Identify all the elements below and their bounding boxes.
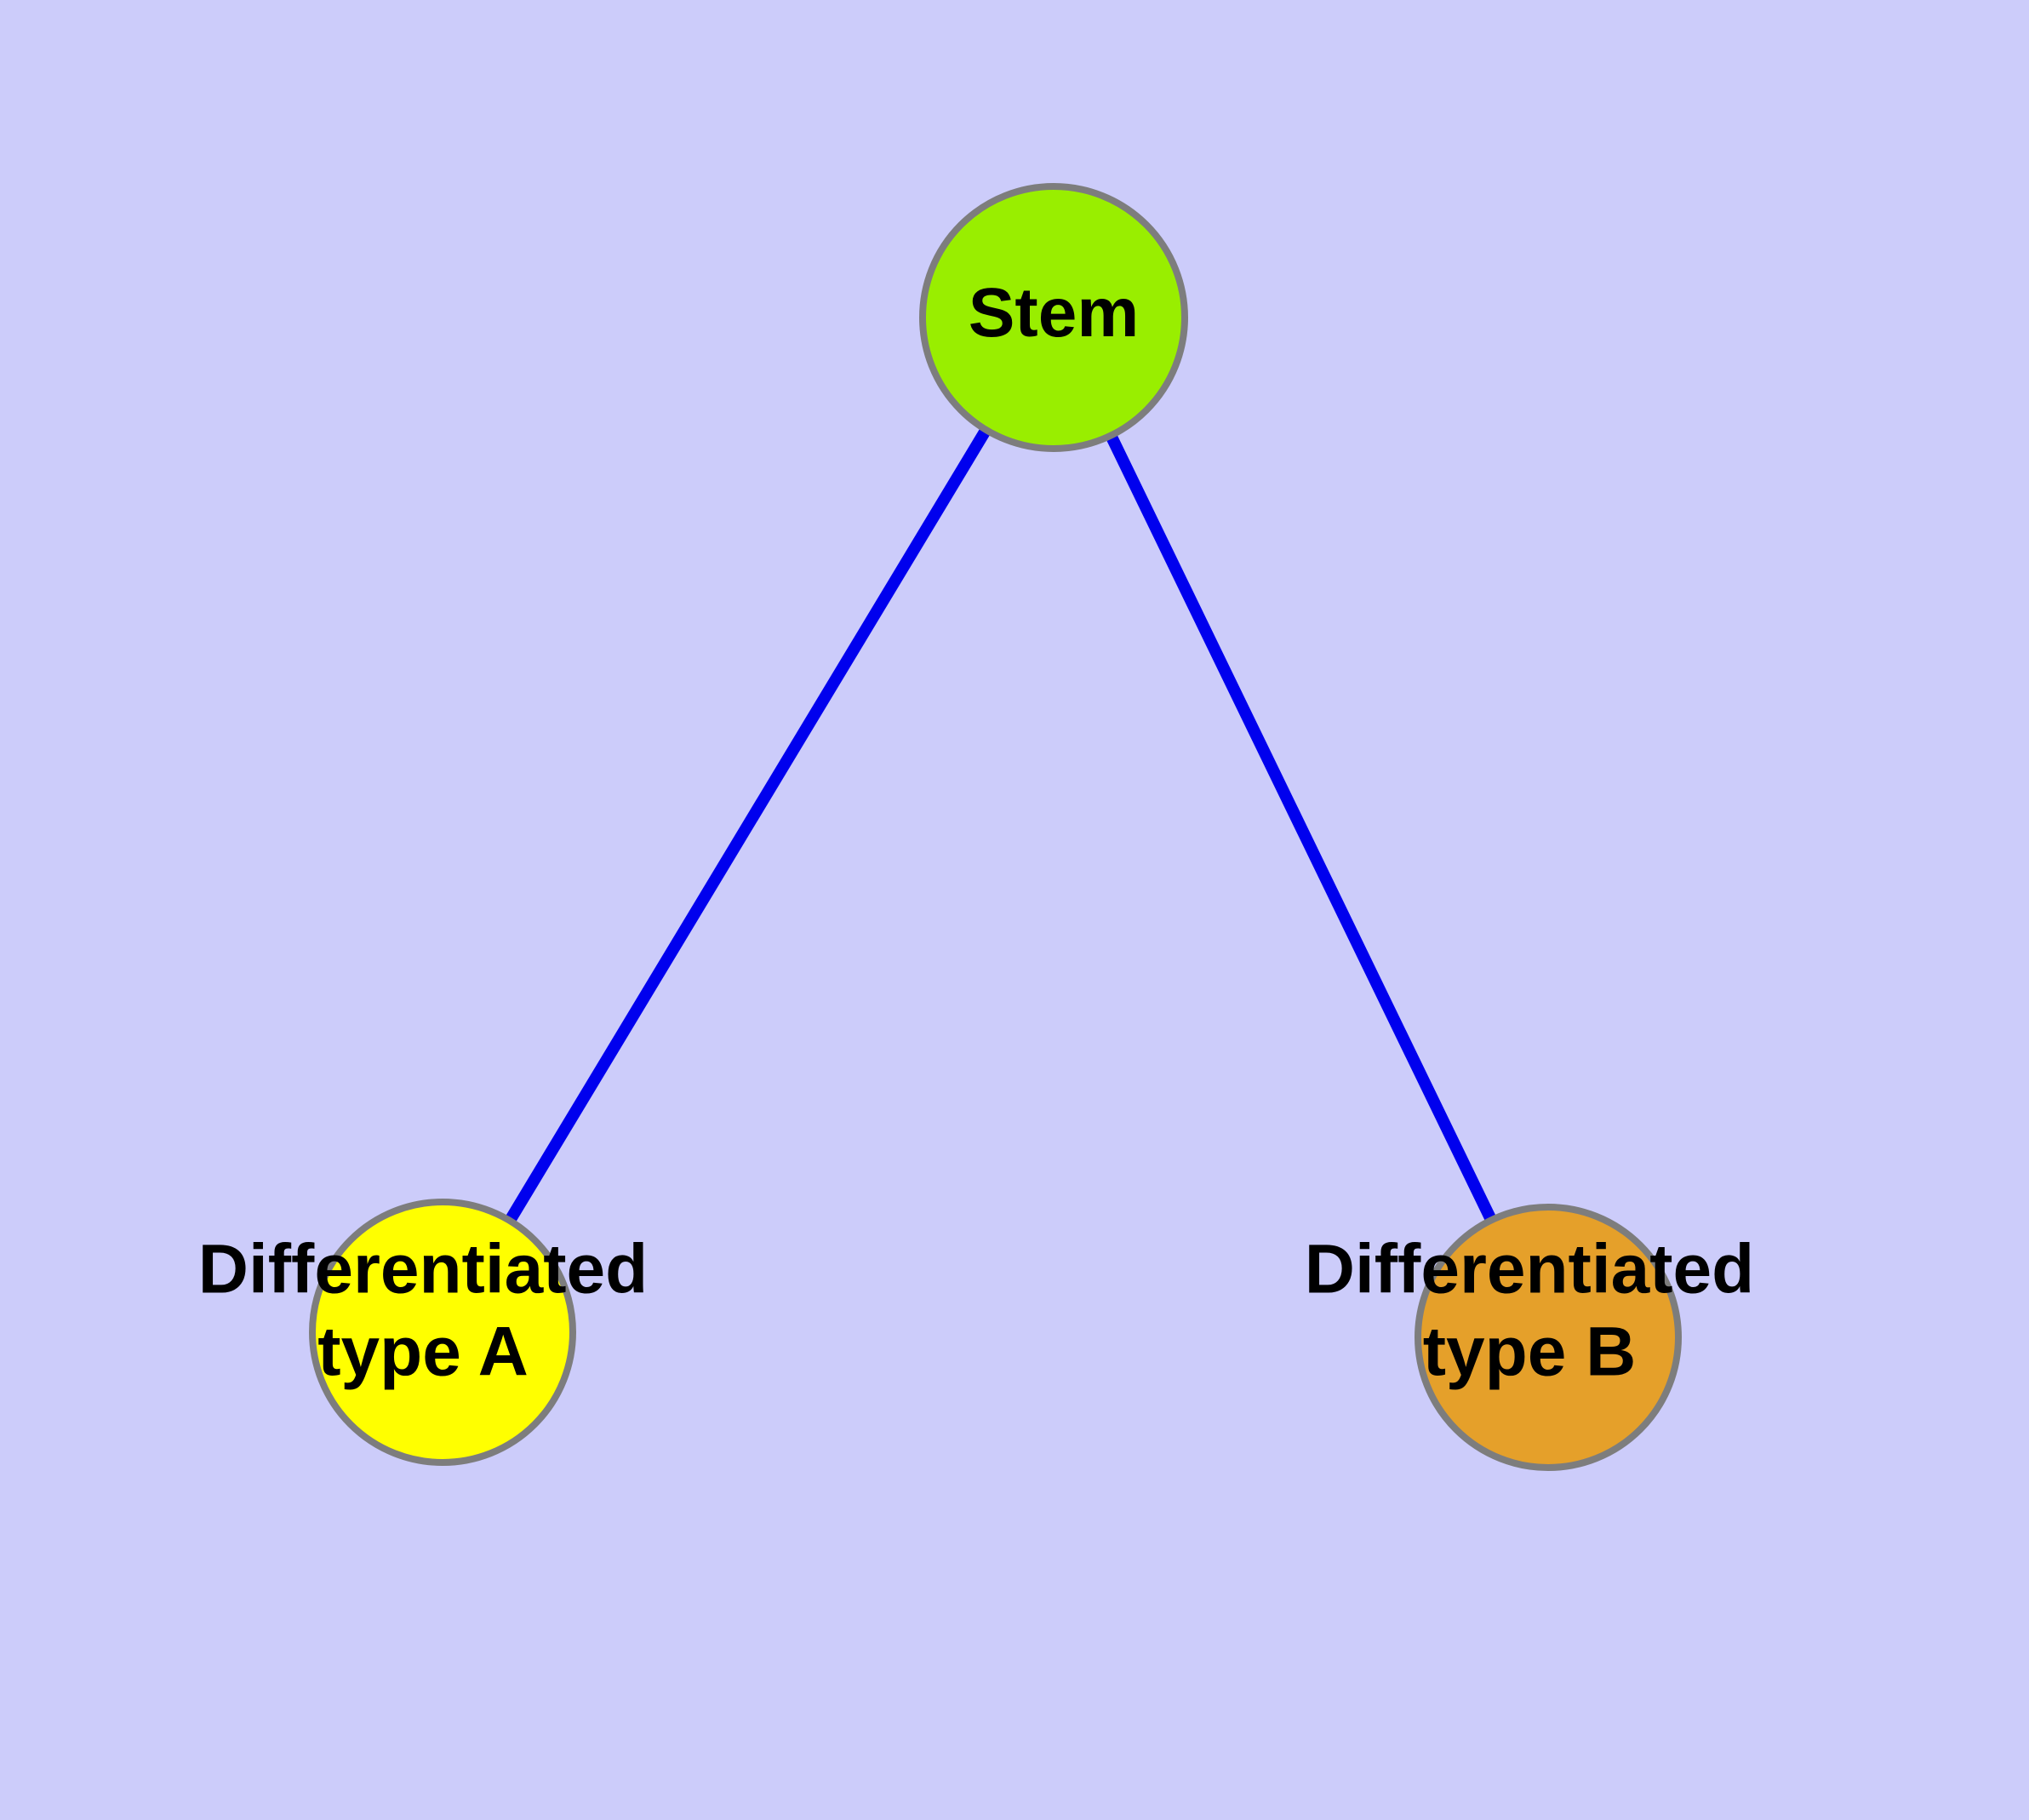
- node-circle-diff_a[interactable]: [309, 1199, 576, 1466]
- node-label-line: Stem: [969, 274, 1140, 352]
- node-label-line: Differentiated: [1305, 1230, 1755, 1308]
- node-circle-stem[interactable]: [919, 183, 1188, 452]
- node-label-line: Differentiated: [198, 1230, 649, 1308]
- graph-edge-stem-to-diff-a[interactable]: [504, 426, 992, 1224]
- graph-edge-stem-to-diff-b[interactable]: [1105, 432, 1497, 1223]
- node-label-line: type B: [1423, 1313, 1637, 1390]
- nodes-layer: [309, 183, 1682, 1471]
- node-label-stem: Stem: [969, 274, 1140, 352]
- node-label-line: type A: [317, 1313, 529, 1390]
- node-circle-diff_b[interactable]: [1415, 1204, 1682, 1471]
- edges-layer: [504, 426, 1497, 1224]
